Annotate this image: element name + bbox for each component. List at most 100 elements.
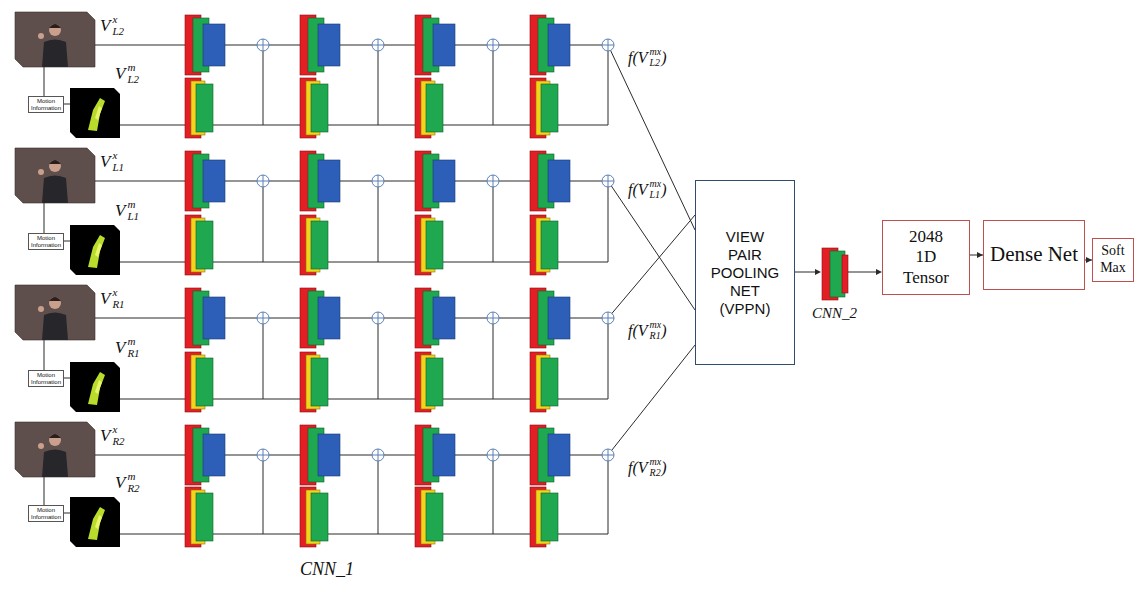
stream-line: [608, 461, 609, 534]
node-text: Dense Net: [990, 242, 1078, 267]
fusion-line: [608, 215, 695, 318]
script-stack: mxL1: [650, 179, 662, 200]
script-stack: xR2: [112, 424, 124, 447]
node-text: Motion Information: [31, 507, 61, 520]
motion-frame: [70, 88, 120, 138]
conv-layer-blue: [203, 297, 225, 339]
process-box: Motion Information: [28, 96, 64, 113]
conv-layer-blue: [203, 160, 225, 202]
stream-line: [499, 181, 530, 182]
superscript-text: mx: [650, 47, 662, 58]
motion-frame: [70, 225, 120, 275]
superscript-text: m: [127, 199, 139, 211]
subscript-text: L2: [650, 58, 662, 69]
stream-line: [499, 455, 530, 456]
stream-line: [263, 187, 264, 262]
sum-cross: [263, 175, 264, 187]
node-text: Motion Information: [31, 372, 61, 385]
stream-line: [558, 399, 608, 400]
stream-line: [225, 45, 257, 46]
conv-layer-blue: [433, 24, 455, 66]
sum-node: [487, 449, 499, 461]
conv-layer-green: [541, 493, 558, 541]
superscript-text: x: [112, 287, 124, 299]
frame-background: [70, 362, 120, 412]
view-label: VxR2: [100, 424, 125, 447]
sum-cross: [493, 312, 494, 324]
subscript-text: R1: [127, 348, 139, 360]
motion-blob: [88, 235, 105, 268]
signer-body: [42, 40, 68, 68]
arrow-connector: [1085, 257, 1092, 263]
stream-line: [340, 45, 372, 46]
stream-line: [455, 181, 487, 182]
symbol-text: f(V: [628, 323, 648, 339]
rgb-frame: [15, 148, 95, 203]
signer-hair: [49, 24, 61, 28]
sum-node: [372, 312, 384, 324]
subscript-text: R1: [650, 331, 662, 342]
stream-line: [608, 51, 609, 125]
leader-line: [44, 203, 45, 233]
stream-line: [384, 181, 415, 182]
stream-line: [120, 399, 185, 400]
stream-line: [608, 324, 609, 399]
signer-hand: [38, 443, 44, 449]
conv-layer-blue: [318, 297, 340, 339]
fusion-line: [608, 45, 695, 230]
conv-layer-green: [541, 84, 558, 132]
stream-line: [558, 262, 608, 263]
view-label: VmL2: [115, 62, 139, 85]
symbol-text: ): [661, 50, 666, 66]
fusion-line: [608, 345, 695, 455]
symbol-text: CNN_2: [812, 306, 857, 321]
sum-cross: [378, 312, 379, 324]
leader-line: [64, 241, 70, 242]
stream-line: [269, 318, 300, 319]
symbol-text: V: [100, 427, 110, 444]
view-label: VmR2: [115, 471, 140, 494]
script-stack: mR2: [127, 471, 139, 494]
leader-line: [44, 67, 45, 96]
stream-line: [455, 455, 487, 456]
process-box: Motion Information: [28, 370, 64, 387]
subscript-text: L2: [112, 26, 124, 38]
signer-head: [49, 434, 61, 446]
sum-node: [372, 39, 384, 51]
feature-label: f(VmxL1): [628, 179, 667, 200]
conv-layer-green: [196, 221, 213, 269]
sum-node: [487, 312, 499, 324]
sum-node: [487, 39, 499, 51]
superscript-text: mx: [650, 320, 662, 331]
sum-node: [257, 39, 269, 51]
script-stack: mR1: [127, 336, 139, 359]
conv-layer-blue: [318, 434, 340, 476]
superscript-text: x: [112, 14, 124, 26]
symbol-text: ): [661, 182, 666, 198]
symbol-text: V: [115, 202, 125, 219]
stream-line: [213, 399, 300, 400]
conv-layer-blue: [318, 160, 340, 202]
symbol-text: f(V: [628, 50, 648, 66]
symbol-text: V: [115, 339, 125, 356]
motion-highlight: [95, 515, 102, 529]
conv-layer-blue: [203, 434, 225, 476]
stream-line: [120, 262, 185, 263]
sum-cross: [263, 39, 264, 51]
sum-cross: [378, 175, 379, 187]
stream-line: [384, 455, 415, 456]
sum-cross: [493, 449, 494, 461]
view-label: VxL1: [100, 150, 124, 173]
conv-layer-blue: [548, 297, 570, 339]
symbol-text: f(V: [628, 182, 648, 198]
conv-layer-blue: [433, 160, 455, 202]
sum-cross: [263, 312, 264, 324]
subscript-text: R2: [127, 483, 139, 495]
superscript-text: mx: [650, 179, 662, 190]
subscript-text: L1: [650, 190, 662, 201]
conv-layer-green: [311, 221, 328, 269]
stream-line: [328, 125, 415, 126]
sum-cross: [493, 39, 494, 51]
